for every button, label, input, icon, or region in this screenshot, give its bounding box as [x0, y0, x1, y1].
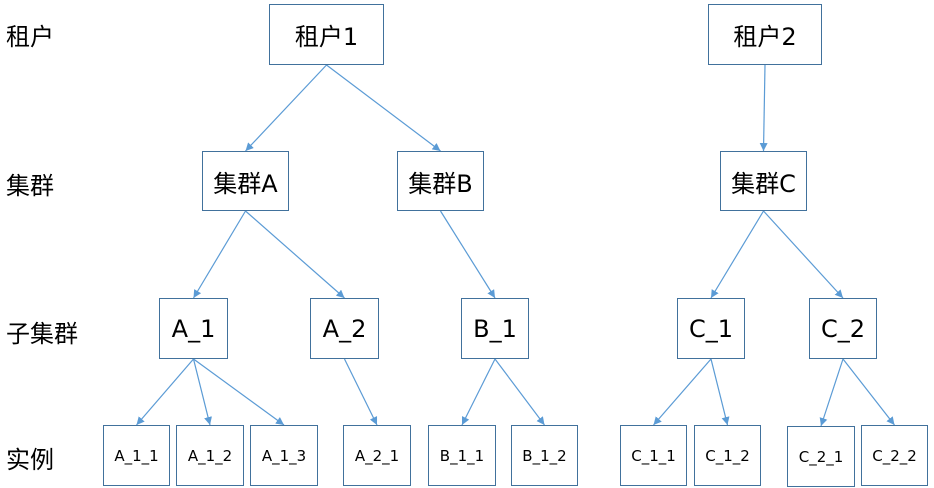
- subcluster-node: B_1: [461, 298, 529, 359]
- connector-arrow: [653, 358, 712, 426]
- connector-arrow: [439, 210, 496, 299]
- connector-arrow: [245, 210, 345, 299]
- connector-arrow: [710, 210, 765, 299]
- connector-arrow: [193, 358, 285, 426]
- connector-arrow: [343, 358, 378, 426]
- tenant-node: 租户2: [708, 4, 822, 65]
- connector-arrow: [842, 358, 895, 426]
- instance-node: B_1_1: [428, 425, 496, 486]
- cluster-node: 集群C: [720, 151, 807, 211]
- row-label-cluster: 集群: [6, 172, 54, 200]
- connector-arrow: [136, 358, 194, 426]
- connector-arrow: [192, 358, 212, 426]
- row-label-tenant: 租户: [6, 23, 54, 51]
- connector-arrow: [326, 64, 441, 152]
- connector-arrow: [494, 358, 545, 426]
- instance-node: C_1_2: [694, 425, 761, 486]
- connector-arrow: [245, 64, 327, 152]
- instance-node: C_2_2: [861, 425, 928, 486]
- instance-node: B_1_2: [511, 425, 578, 486]
- connector-arrow: [710, 358, 730, 426]
- subcluster-node: A_2: [310, 298, 379, 359]
- connector-arrow: [461, 358, 496, 426]
- instance-node: C_2_1: [787, 426, 855, 487]
- tenant-node: 租户1: [269, 4, 384, 65]
- row-label-subcluster: 子集群: [6, 320, 78, 348]
- subcluster-node: A_1: [159, 298, 228, 359]
- subcluster-node: C_1: [677, 298, 745, 359]
- instance-node: C_1_1: [620, 425, 687, 486]
- connector-arrow: [192, 210, 247, 299]
- instance-node: A_2_1: [343, 425, 411, 486]
- connector-arrow: [819, 358, 844, 427]
- connector-arrow: [759, 64, 768, 152]
- row-label-instance: 实例: [6, 446, 54, 474]
- cluster-node: 集群B: [397, 151, 484, 211]
- instance-node: A_1_3: [250, 425, 318, 486]
- cluster-node: 集群A: [202, 151, 289, 211]
- instance-node: A_1_1: [103, 425, 170, 486]
- instance-node: A_1_2: [176, 425, 244, 486]
- subcluster-node: C_2: [809, 298, 877, 359]
- connector-arrow: [763, 210, 844, 299]
